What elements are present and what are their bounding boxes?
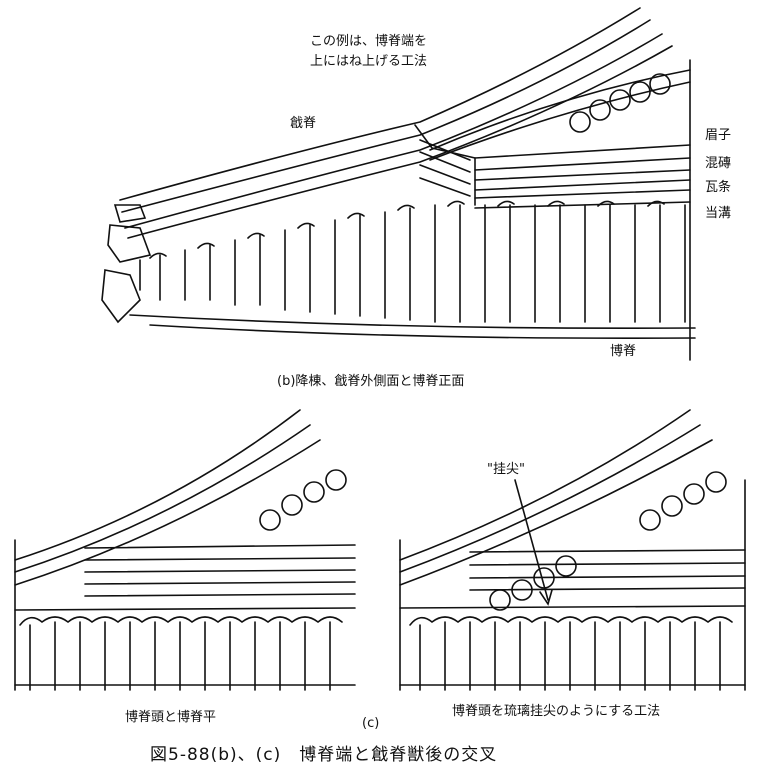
- boji-hunzhuan: [474, 169, 691, 181]
- caption-b: (b)降棟、戧脊外側面と博脊正面: [277, 374, 465, 389]
- panel-b-drawing: [101, 7, 696, 361]
- boji-watiao: [474, 189, 691, 199]
- left-hip-ridge: [14, 409, 301, 561]
- hip-ridge-line2: [121, 19, 651, 213]
- boji-meizi: [474, 144, 691, 159]
- eave-line-b: [129, 314, 696, 330]
- caption-c-sub: (c): [362, 716, 380, 731]
- ridge-beast: [101, 204, 152, 324]
- cap-tiles-left: [259, 469, 347, 531]
- hip-ridge-line3: [124, 33, 663, 229]
- right-tile-row: [409, 616, 733, 691]
- note-line-1: この例は、博脊端を: [310, 34, 428, 49]
- right-boji-top: [469, 549, 746, 553]
- guajian-pointer: [514, 479, 549, 601]
- label-qiji: 戧脊: [290, 116, 317, 131]
- cap-tiles-right: [489, 471, 727, 611]
- boji-danggou: [474, 201, 691, 209]
- label-hunzhuan: 混磚: [705, 156, 732, 171]
- label-danggou: 当溝: [705, 206, 732, 221]
- label-watiao: 瓦条: [705, 180, 732, 195]
- label-meizi: 眉子: [705, 128, 732, 143]
- left-boji-top: [84, 544, 356, 549]
- tile-tubes-b: [139, 200, 686, 323]
- hip-ridge-line4: [127, 45, 673, 239]
- hip-ridge-top: [119, 7, 641, 201]
- figure-caption: 図5-88(b)、(c) 博脊端と戧脊獣後の交叉: [150, 745, 498, 765]
- right-hip-ridge: [399, 409, 691, 561]
- cap-tiles-b: [569, 73, 671, 133]
- caption-c-left: 博脊頭と博脊平: [125, 710, 217, 725]
- note-line-2: 上にはね上げる工法: [310, 54, 428, 69]
- label-guajian: "挂尖": [487, 462, 525, 477]
- left-tile-row: [19, 616, 343, 691]
- caption-c-right: 博脊頭を琉璃挂尖のようにする工法: [452, 704, 661, 719]
- label-boji: 博脊: [610, 344, 637, 359]
